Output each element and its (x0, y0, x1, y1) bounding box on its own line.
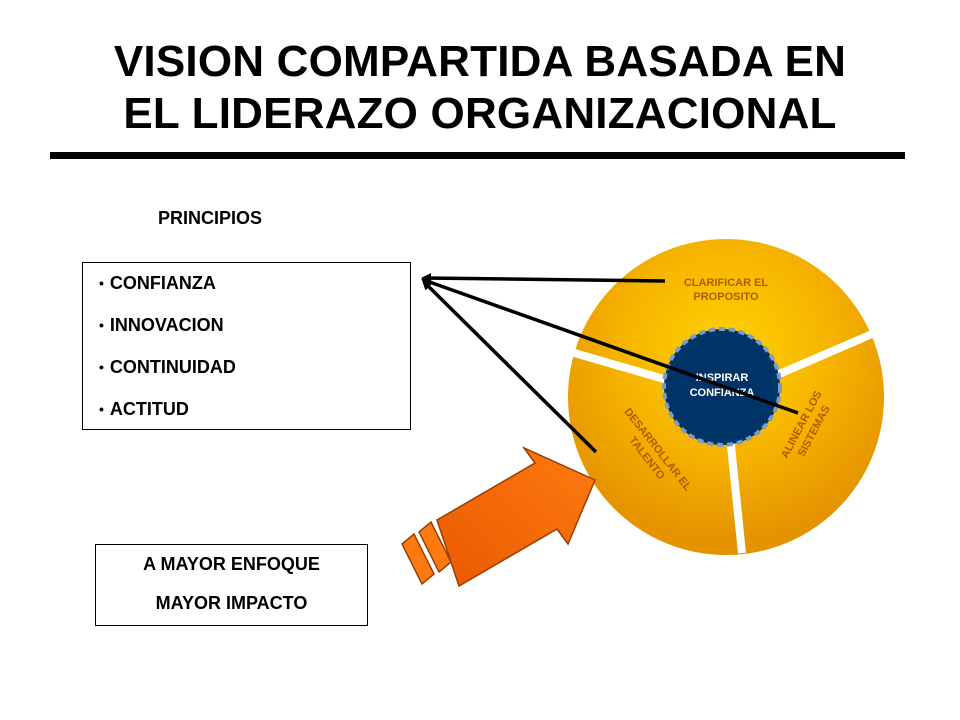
principles-heading: PRINCIPIOS (158, 208, 263, 228)
principle-item: • CONFIANZA (99, 272, 216, 295)
principle-label: CONTINUIDAD (109, 357, 236, 377)
arrow-from-align (421, 277, 799, 415)
title-underline (50, 152, 905, 159)
segment-top-label-2: PROPOSITO (693, 291, 759, 303)
bullet-icon: • (99, 401, 104, 417)
principle-item: • ACTITUD (99, 398, 189, 421)
arrow-from-clarify (421, 273, 666, 284)
impact-line-1: A MAYOR ENFOQUE (143, 554, 320, 574)
principle-label: INNOVACION (109, 315, 224, 335)
arrow-tail-stripe-1 (401, 532, 435, 586)
bullet-icon: • (99, 359, 104, 375)
impact-box: A MAYOR ENFOQUE MAYOR IMPACTO (95, 544, 368, 626)
focus-impact-arrow (401, 446, 596, 588)
segment-top-label-1: CLARIFICAR EL (684, 277, 769, 289)
principles-box: • CONFIANZA • INNOVACION • CONTINUIDAD • ACT… (82, 262, 411, 430)
title-line-1: VISION COMPARTIDA BASADA EN (113, 37, 847, 86)
bullet-icon: • (99, 275, 104, 291)
principle-label: ACTITUD (109, 399, 189, 419)
bullet-icon: • (99, 317, 104, 333)
arrow-from-develop (421, 279, 598, 454)
principle-item: • INNOVACION (99, 314, 224, 337)
principle-item: • CONTINUIDAD (99, 356, 236, 379)
page-title: VISION COMPARTIDA BASADA EN EL LIDERAZO … (0, 36, 960, 140)
title-line-2: EL LIDERAZO ORGANIZACIONAL (123, 89, 837, 138)
principle-label: CONFIANZA (109, 273, 216, 293)
arrow-body (436, 446, 596, 588)
connector-arrows (421, 273, 799, 454)
impact-line-2: MAYOR IMPACTO (155, 593, 308, 613)
